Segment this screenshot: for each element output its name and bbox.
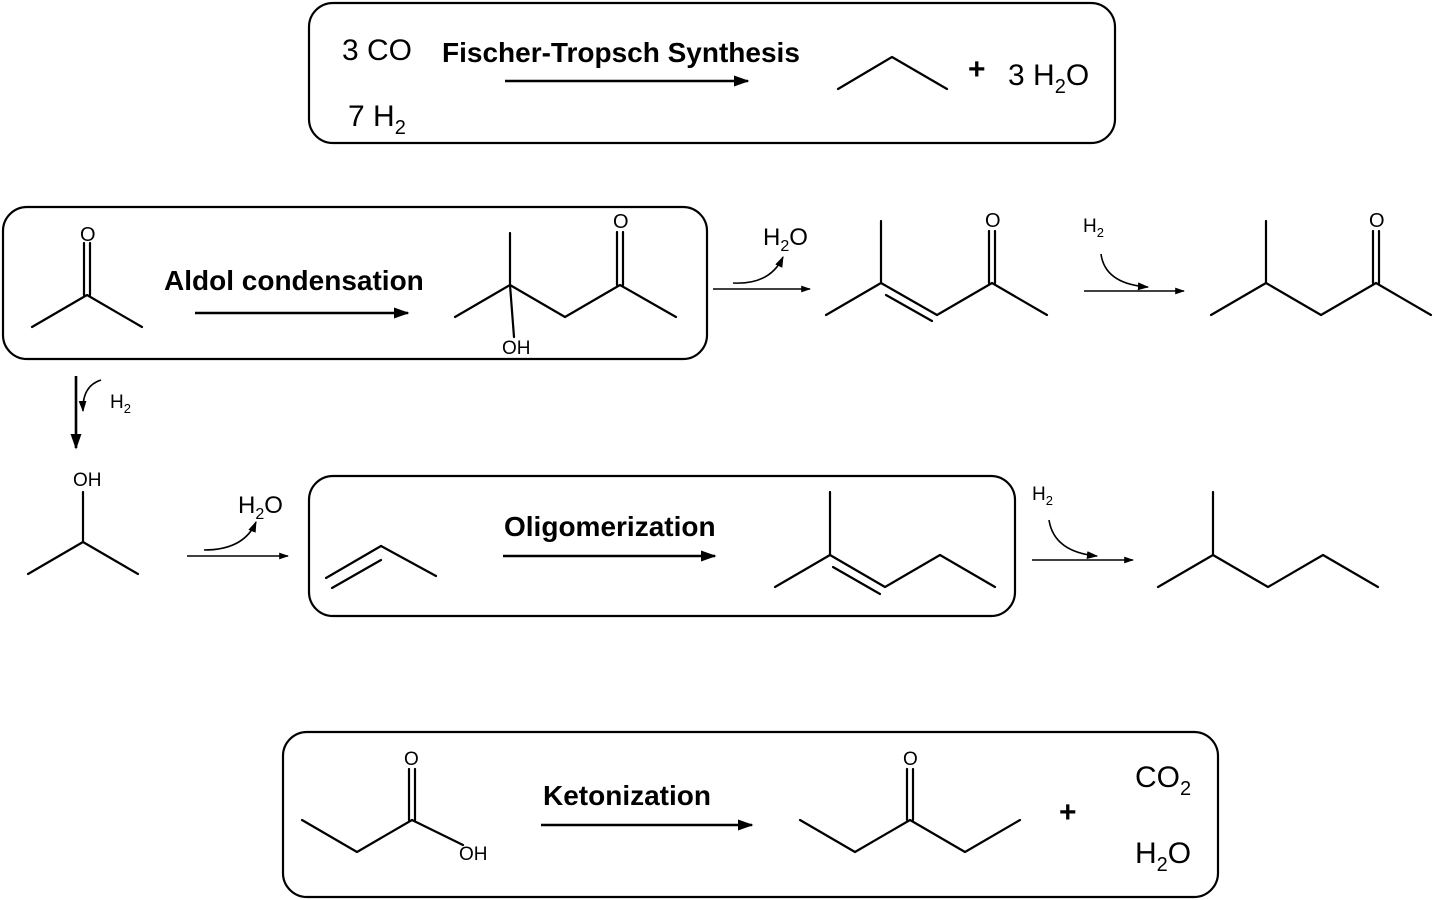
acetone-hydrogen-label: H2 [110, 392, 131, 416]
ketonization-box [281, 730, 1220, 899]
fischer-tropsch-box [307, 1, 1117, 145]
diacetone-alcohol-structure: O OH [453, 211, 678, 359]
propene-structure [324, 544, 438, 590]
methylpentene-hydrogen-label: H2 [1032, 484, 1053, 508]
isopropanol-hydroxyl: OH [73, 470, 102, 491]
ketonization-water-label: H2O [1135, 837, 1191, 876]
oligomerization-panel: Oligomerization [307, 474, 1017, 618]
diacetone-hydroxyl: OH [502, 338, 531, 359]
ketonization-panel: O OH Ketonization O + CO2 H2O [281, 730, 1220, 899]
aldol-box [1, 205, 709, 361]
mibk-oxygen: O [1369, 210, 1385, 232]
aldol-dehydration-step: H2O [713, 224, 811, 293]
acetone-reduction-step: H2 [70, 376, 131, 450]
pentanone-oxygen: O [903, 749, 918, 770]
aldol-title: Aldol condensation [164, 265, 424, 296]
fischer-tropsch-title: Fischer-Tropsch Synthesis [442, 37, 800, 68]
propanoic-acid-oxygen: O [404, 749, 419, 770]
mesityl-hydrogenation-step: H2 [1083, 216, 1185, 295]
hydrogen-reactant-label: 7 H2 [348, 100, 406, 139]
water-loss-curve [732, 255, 784, 284]
methylpentene-hydrogen-curve [1048, 519, 1099, 559]
fischer-tropsch-plus: + [968, 53, 986, 86]
methylpentene-hydrogenation-step: H2 [1032, 484, 1134, 564]
isopropanol-dehydration-step: H2O [187, 492, 289, 560]
hydrogen-addition-curve [1100, 253, 1150, 291]
ketonization-title: Ketonization [543, 780, 711, 811]
isopropanol-water-label: H2O [238, 492, 283, 523]
diacetone-oxygen: O [613, 211, 629, 233]
co-reactant-label: 3 CO [342, 34, 412, 67]
ketonization-plus: + [1059, 796, 1077, 829]
methylpentane-structure [1156, 490, 1380, 589]
isopropanol-structure: OH [26, 470, 140, 576]
methylpentene-structure [773, 490, 997, 596]
carbon-dioxide-label: CO2 [1135, 761, 1191, 800]
mesityl-oxide-structure: O [824, 210, 1049, 323]
water-product-label: 3 H2O [1008, 59, 1089, 98]
fischer-tropsch-panel: 3 CO 7 H2 Fischer-Tropsch Synthesis + 3 … [307, 1, 1117, 145]
mibk-structure: O [1209, 210, 1433, 317]
acetone-structure: O [30, 224, 144, 329]
pentanone-structure: O [798, 749, 1022, 854]
propane-structure [836, 55, 949, 91]
oligomerization-box [307, 474, 1017, 618]
mesityl-oxide-oxygen: O [985, 210, 1001, 232]
acetone-oxygen: O [80, 224, 96, 246]
propanoic-acid-hydroxyl: OH [459, 844, 488, 865]
oligomerization-title: Oligomerization [504, 511, 716, 542]
aldol-water-label: H2O [763, 224, 808, 255]
propanoic-acid-structure: O OH [300, 749, 488, 865]
acetone-hydrogen-curve [78, 379, 102, 413]
mesityl-hydrogen-label: H2 [1083, 216, 1104, 240]
isopropanol-water-curve [203, 520, 257, 551]
aldol-panel: O Aldol condensation O OH [1, 205, 709, 361]
